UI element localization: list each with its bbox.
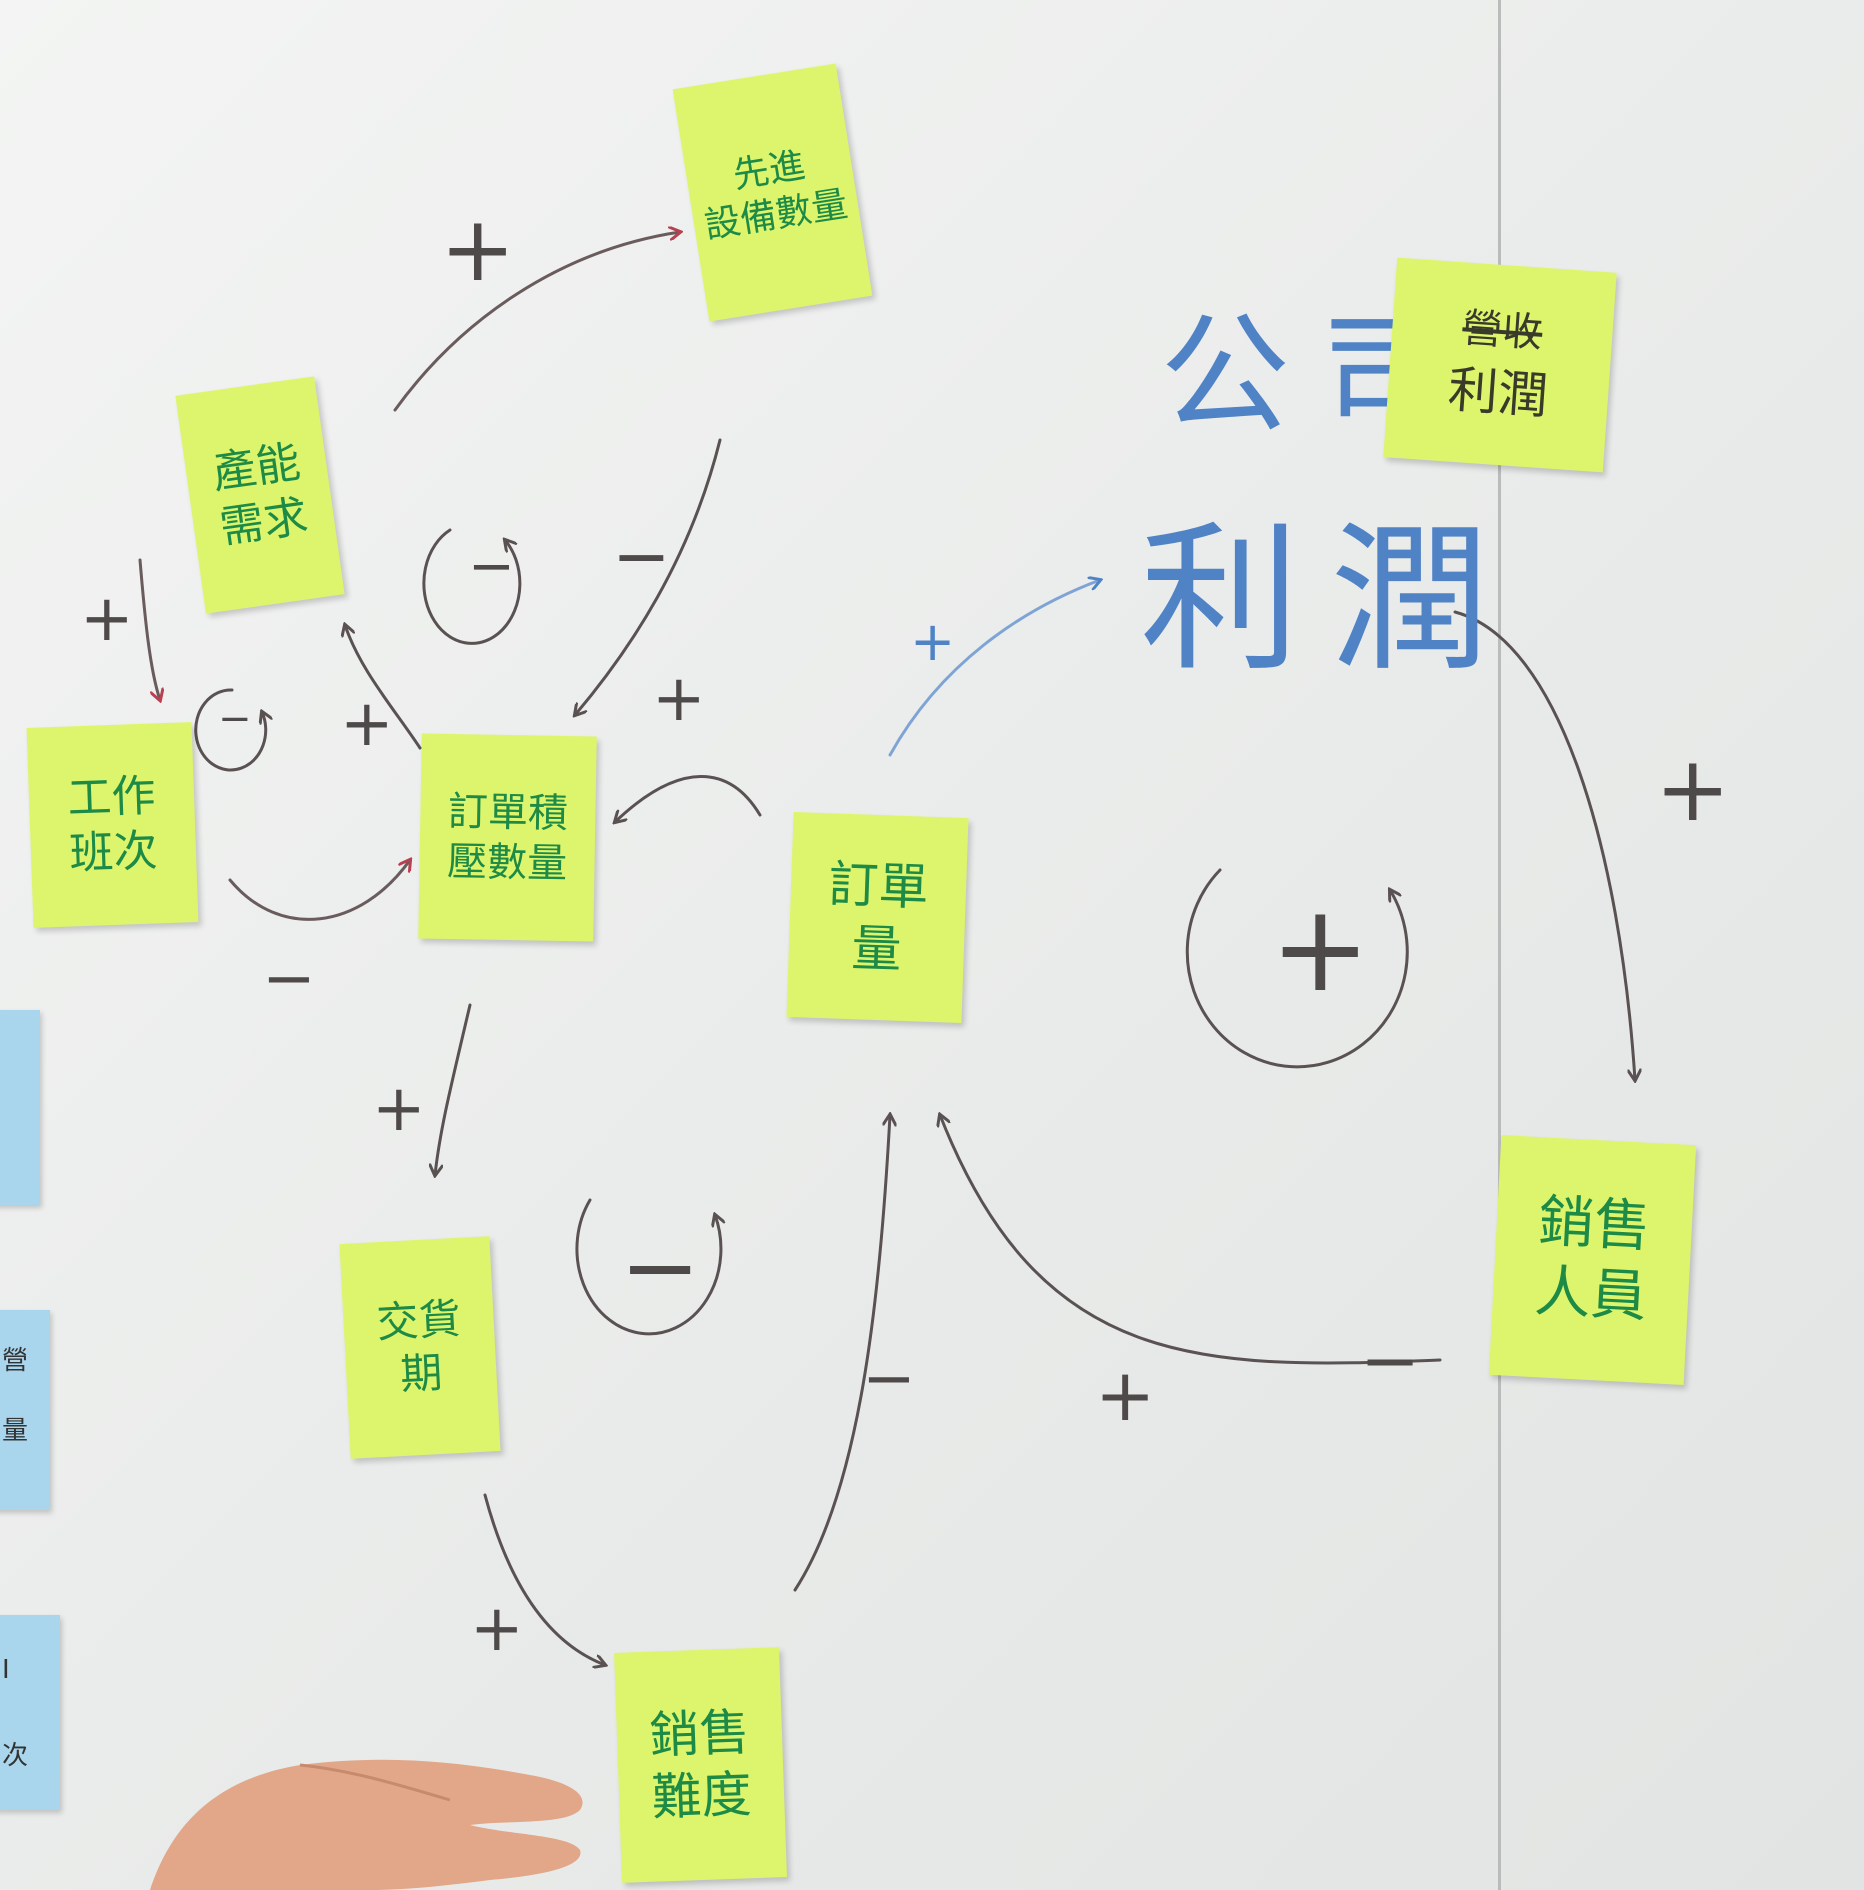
polarity-demand-equipment: + <box>440 197 515 302</box>
side-card-2: 營 量 <box>0 1310 50 1510</box>
polarity-backlog-delivery: + <box>372 1072 426 1146</box>
arrow-equipment-to-backlog <box>575 438 722 715</box>
note-profit-struck-text: 營收 <box>1460 305 1544 357</box>
polarity-shifts-backlog: − <box>262 942 316 1016</box>
polarity-equipment-backlog: − <box>612 515 671 597</box>
note-order-volume: 訂單 量 <box>786 812 969 1023</box>
note-profit: 營收 利潤 <box>1383 257 1617 473</box>
loop-sign-right: + <box>1270 880 1371 1019</box>
side-card-3: I 次 <box>0 1615 60 1810</box>
note-order-backlog: 訂單積 壓數量 <box>418 733 597 942</box>
loop-sign-center: − <box>620 1211 700 1323</box>
note-sales-difficulty: 銷售 難度 <box>614 1647 787 1883</box>
note-work-shifts: 工作 班次 <box>26 722 199 928</box>
board-seam <box>1498 0 1501 1890</box>
arrow-demand-to-shifts <box>138 558 160 700</box>
side-card-3-text-a: I <box>2 1655 10 1685</box>
company-profit-bottom: 利潤 <box>1140 506 1521 693</box>
polarity-orders-backlog: + <box>652 662 706 736</box>
arrow-profit-to-salespeople <box>1453 610 1635 1080</box>
polarity-orders-profit: + <box>910 610 955 673</box>
arrow-orders-to-profit <box>888 580 1100 757</box>
loop-sign-left: − <box>218 696 252 742</box>
polarity-profit-salespeople: + <box>1655 737 1730 842</box>
polarity-delivery-difficulty: + <box>470 1592 524 1666</box>
arrow-backlog-to-demand <box>345 625 422 750</box>
note-delivery-time: 交貨 期 <box>339 1236 501 1459</box>
polarity-salespeople-orders: + <box>1095 1353 1155 1437</box>
arrow-demand-to-equipment <box>393 232 680 412</box>
loop-arc-top <box>422 528 522 645</box>
loop-arc-right <box>1185 868 1409 1069</box>
side-card-2-text-b: 量 <box>2 1416 29 1446</box>
loop-sign-top: − <box>468 534 515 599</box>
arrow-delivery-to-difficulty <box>483 1493 605 1665</box>
note-profit-text: 利潤 <box>1446 360 1550 426</box>
polarity-salespeople-orders-2: − <box>1360 1318 1420 1402</box>
hand-icon <box>150 1759 583 1890</box>
arrow-shifts-to-backlog <box>228 860 410 921</box>
side-card-3-text-b: 次 <box>2 1741 29 1771</box>
arrow-difficulty-to-orders <box>793 1115 890 1592</box>
arrow-backlog-to-delivery <box>435 1003 472 1175</box>
side-card-1 <box>0 1010 40 1205</box>
loop-arc-center <box>575 1198 721 1336</box>
arrow-salespeople-to-orders <box>940 1115 1442 1365</box>
note-salespeople: 銷售 人員 <box>1488 1135 1697 1385</box>
polarity-backlog-demand: + <box>340 687 394 761</box>
side-card-2-text-a: 營 <box>2 1346 29 1376</box>
loop-arc-left <box>194 688 266 772</box>
polarity-demand-shifts: + <box>80 582 134 656</box>
polarity-difficulty-orders: − <box>862 1342 916 1416</box>
arrow-orders-to-backlog <box>615 775 762 822</box>
